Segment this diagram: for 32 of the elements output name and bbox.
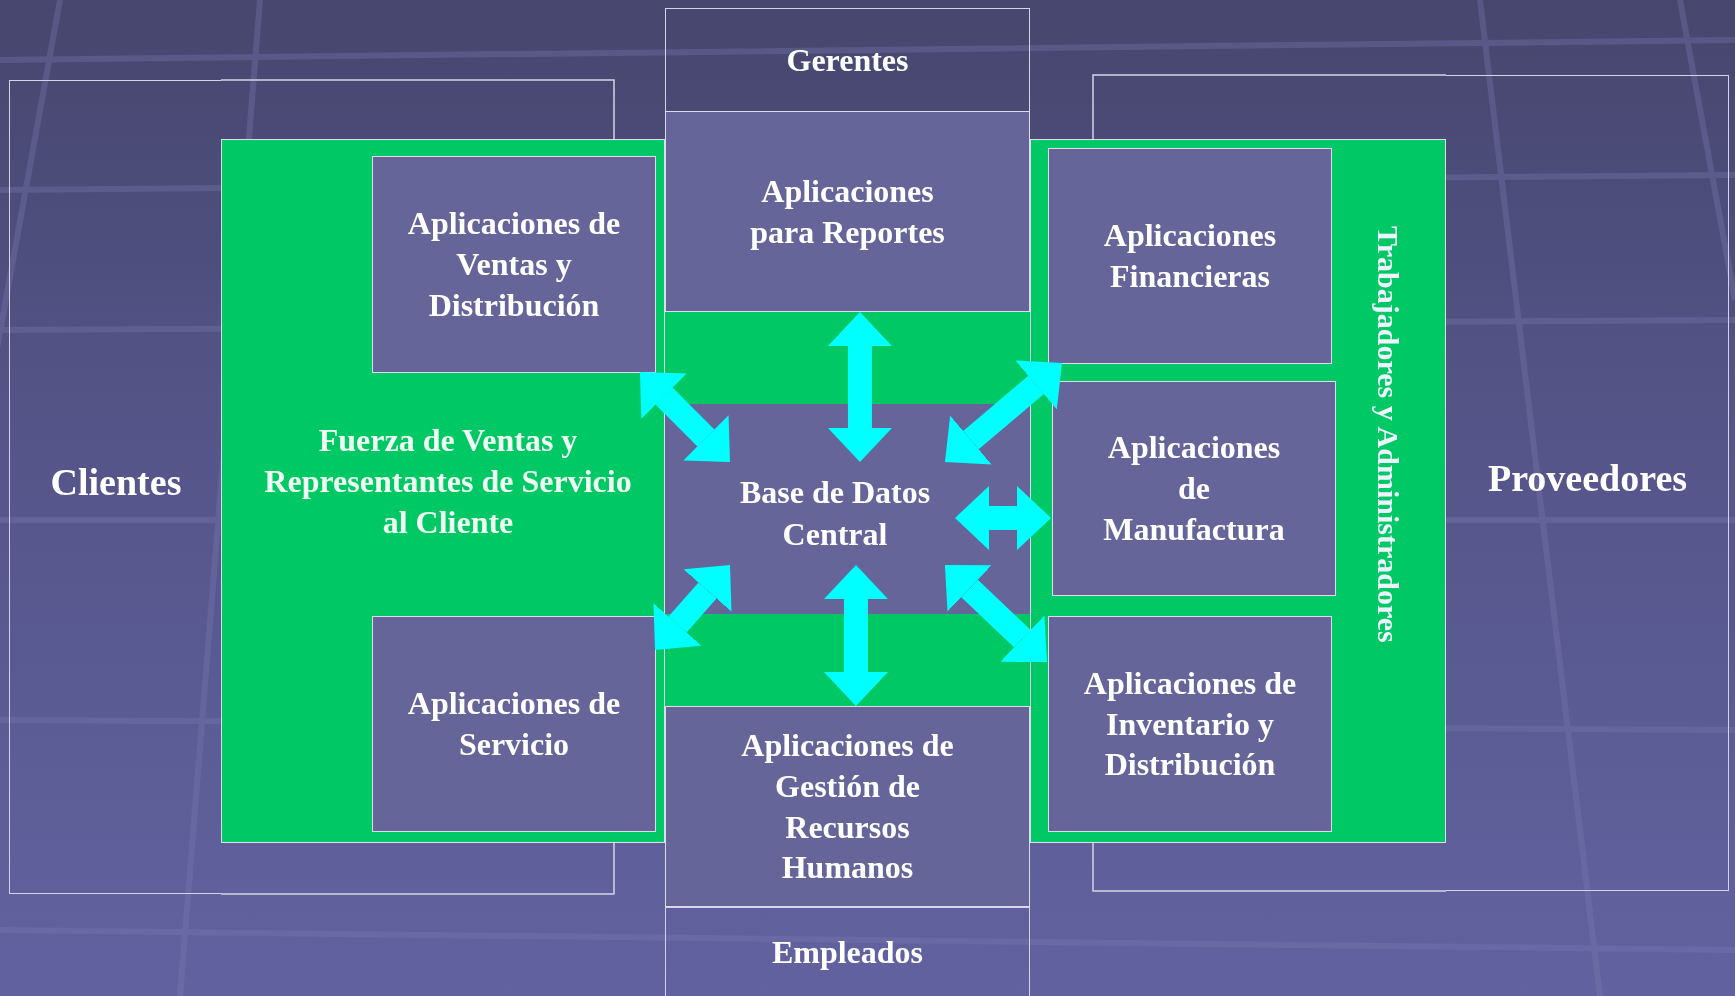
box-label: Aplicaciones de Servicio [407,685,621,762]
box-label: Aplicaciones para Reportes [750,172,945,250]
double-arrow [944,565,1047,663]
application-box [665,111,1030,312]
group-label: Proveedores [1486,456,1689,501]
box-label: Aplicaciones de Ventas y Distribución [407,205,621,323]
double-arrow [823,565,888,706]
group-label: Clientes [49,460,183,505]
application-box [372,156,656,373]
header-label: Gerentes [786,41,909,79]
application-box [372,616,656,832]
double-arrow [639,372,730,462]
group-outline [1446,75,1729,891]
box-label: Aplicaciones de Gestión de Recursos Humanos [741,726,954,886]
group-panel [1030,139,1446,843]
vertical-label: Trabajadores y Administradores [1371,226,1405,643]
box-label: Aplicaciones de Inventario y Distribución [1083,664,1297,783]
box-label: Aplicaciones de Manufactura [1103,429,1285,547]
application-box [1048,616,1332,832]
application-box [1048,148,1332,364]
group-label: Fuerza de Ventas y Representantes de Servicio al Cliente [263,421,633,542]
application-box [1052,381,1336,596]
group-panel [221,139,665,843]
application-box [665,706,1030,907]
header-label: Empleados [771,933,924,971]
double-arrow [944,360,1063,465]
double-arrow [653,565,732,650]
double-arrow [827,312,892,462]
database-label: Base de Datos Central [738,472,932,554]
box-label: Aplicaciones Financieras [1103,217,1277,294]
double-arrow [955,486,1051,551]
column-header [665,907,1030,996]
